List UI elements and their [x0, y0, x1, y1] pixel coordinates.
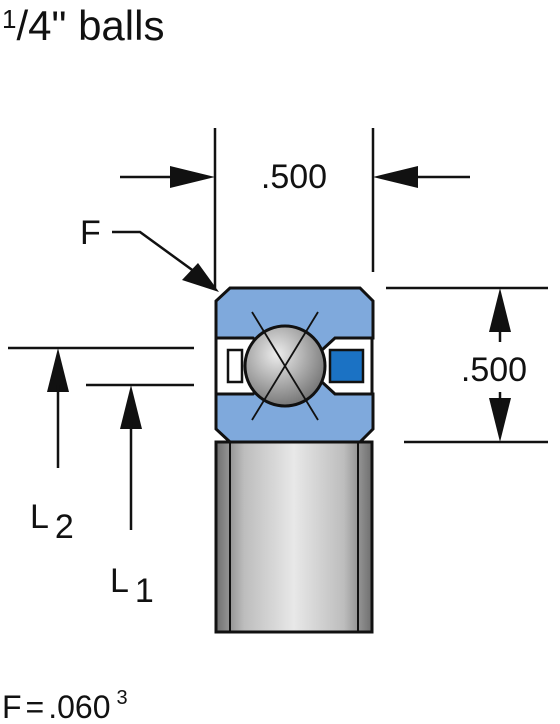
title-fraction-numerator: 1	[2, 4, 16, 34]
chamfer-note-prefix: F	[2, 689, 22, 724]
l2-arrowhead	[47, 348, 69, 392]
separator-right	[328, 348, 365, 384]
width-arrow-left-head	[170, 166, 215, 188]
chamfer-leader-line	[112, 230, 196, 274]
l2-subscript: 2	[55, 508, 74, 546]
chamfer-label: F	[80, 214, 101, 252]
chamfer-note-superscript: 3	[117, 687, 128, 709]
l1-arrowhead	[120, 385, 142, 429]
chamfer-leader-arrowhead	[182, 263, 219, 292]
height-dimension-label: .500	[461, 351, 527, 389]
chamfer-note: F=.060 3	[2, 687, 128, 724]
chamfer-note-value: .060	[48, 689, 110, 724]
contact-line-2	[251, 311, 319, 421]
height-arrow-bottom-head	[489, 398, 511, 442]
title-suffix: " balls	[52, 2, 165, 49]
width-dimension-label: .500	[261, 158, 327, 196]
l2-letter: L	[30, 498, 49, 536]
chamfer-note-equals: =	[26, 689, 45, 724]
title-fraction-slash: /	[16, 2, 28, 49]
l1-subscript: 1	[135, 572, 154, 610]
title-fraction-denominator: 4	[28, 2, 51, 49]
l1-letter: L	[110, 562, 129, 600]
title: 1/4" balls	[2, 2, 164, 49]
width-arrow-right-head	[373, 166, 418, 188]
inner-ring	[214, 440, 374, 634]
height-arrow-top-head	[489, 288, 511, 332]
separator-left	[226, 348, 244, 384]
